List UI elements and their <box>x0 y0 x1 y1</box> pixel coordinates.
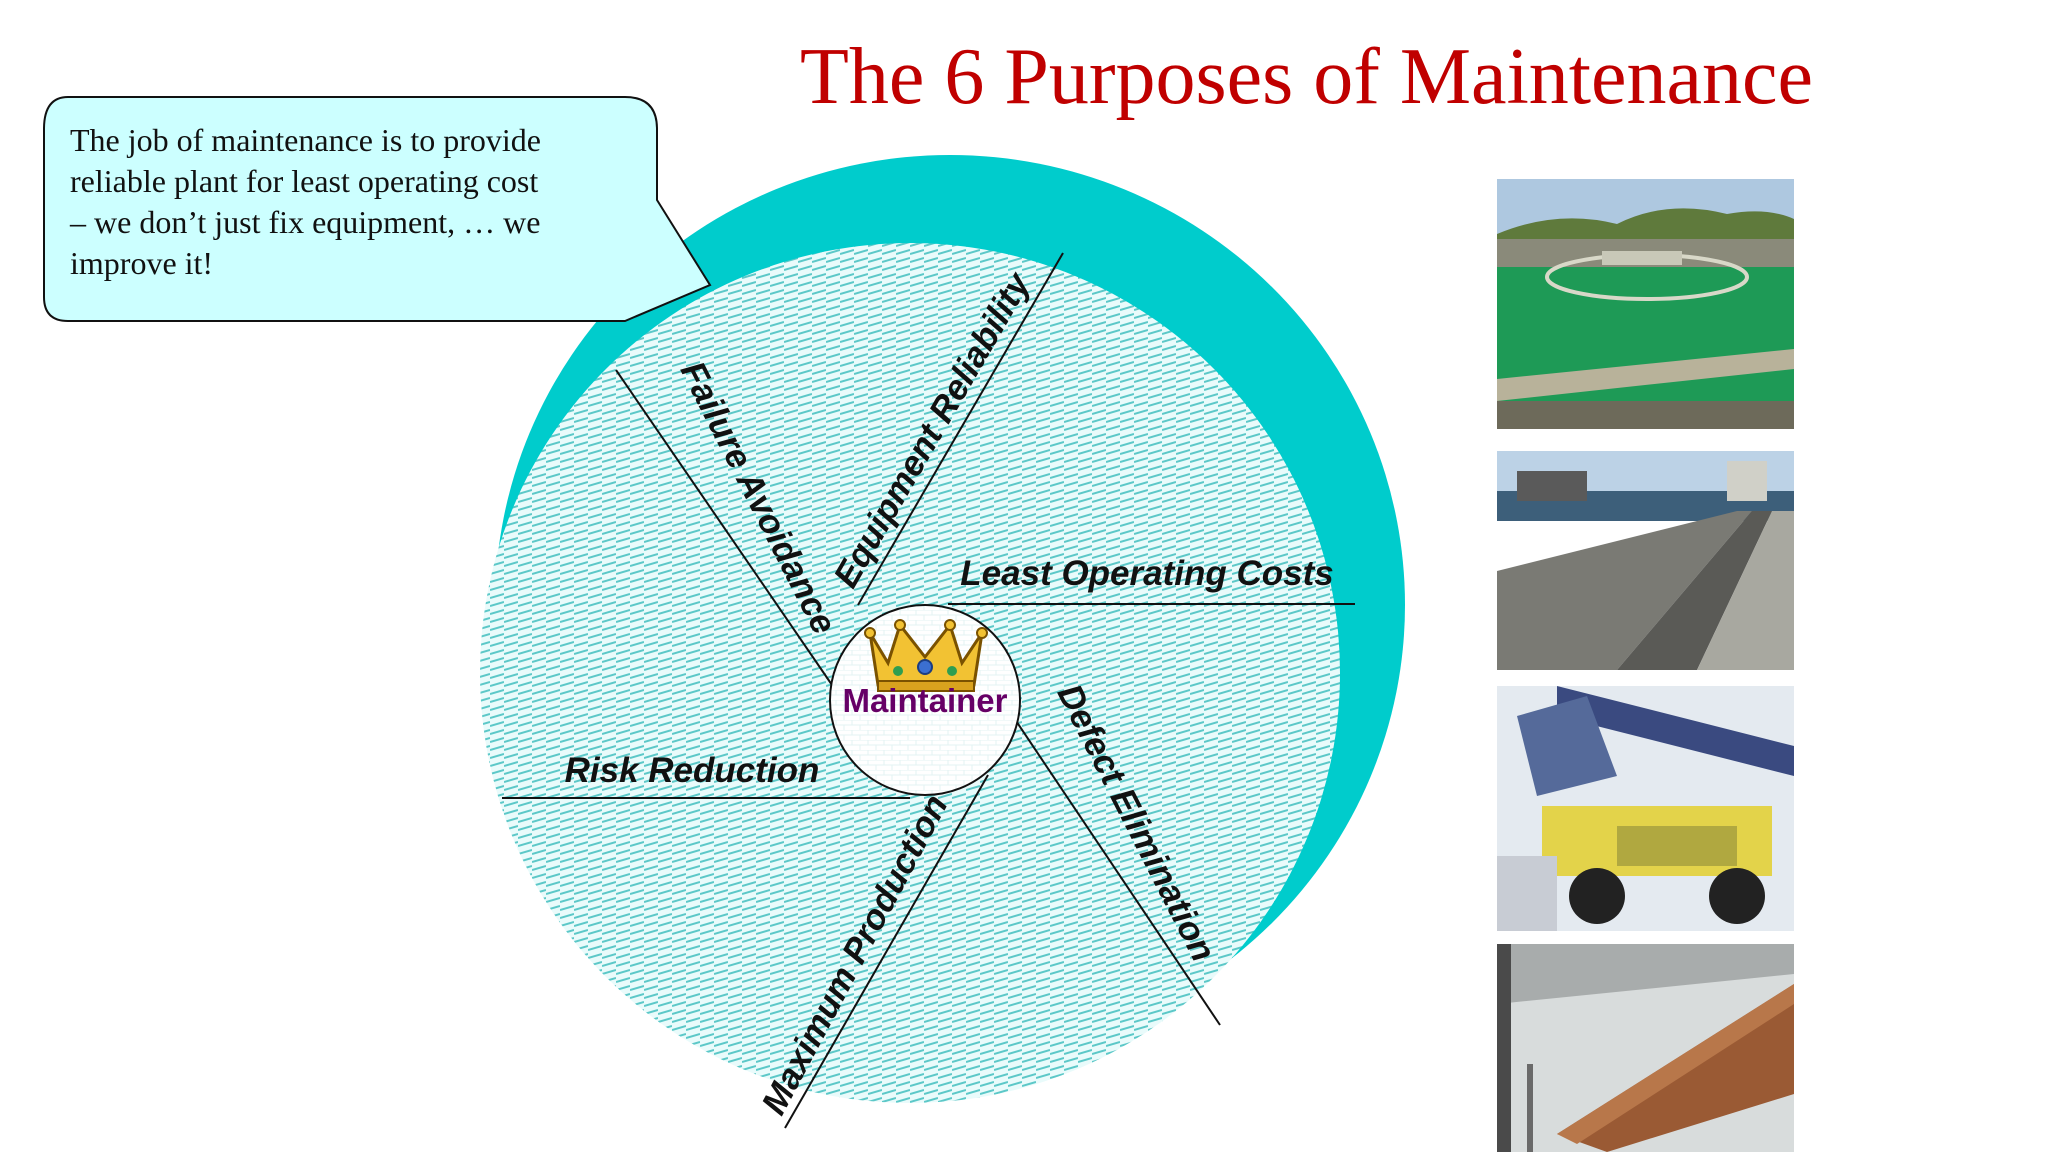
spoke-equipment-reliability <box>857 252 1064 606</box>
callout-line: – we don’t just fix equipment, … we <box>70 204 541 240</box>
label-least-operating-costs: Least Operating Costs <box>960 554 1333 593</box>
crown-icon <box>864 619 988 692</box>
label-risk-reduction: Risk Reduction <box>565 751 820 790</box>
callout-text: The job of maintenance is to provide rel… <box>70 120 580 284</box>
center-label: Maintainer <box>842 682 1007 719</box>
rotary-kiln-photo <box>1497 944 1794 1152</box>
water-treatment-clarifier-photo <box>1497 179 1794 429</box>
callout-bubble <box>43 96 712 322</box>
page-title: The 6 Purposes of Maintenance <box>800 33 1814 121</box>
mining-haul-truck-loading-photo <box>1497 686 1794 931</box>
spoke-failure-avoidance <box>615 369 833 686</box>
spoke-defect-elimination <box>999 696 1221 1026</box>
spoke-maximum-production <box>784 774 989 1129</box>
conveyor-jetty-photo <box>1497 451 1794 670</box>
callout-line: reliable plant for least operating cost <box>70 163 539 199</box>
callout-line: improve it! <box>70 245 214 281</box>
callout-line: The job of maintenance is to provide <box>70 122 541 158</box>
